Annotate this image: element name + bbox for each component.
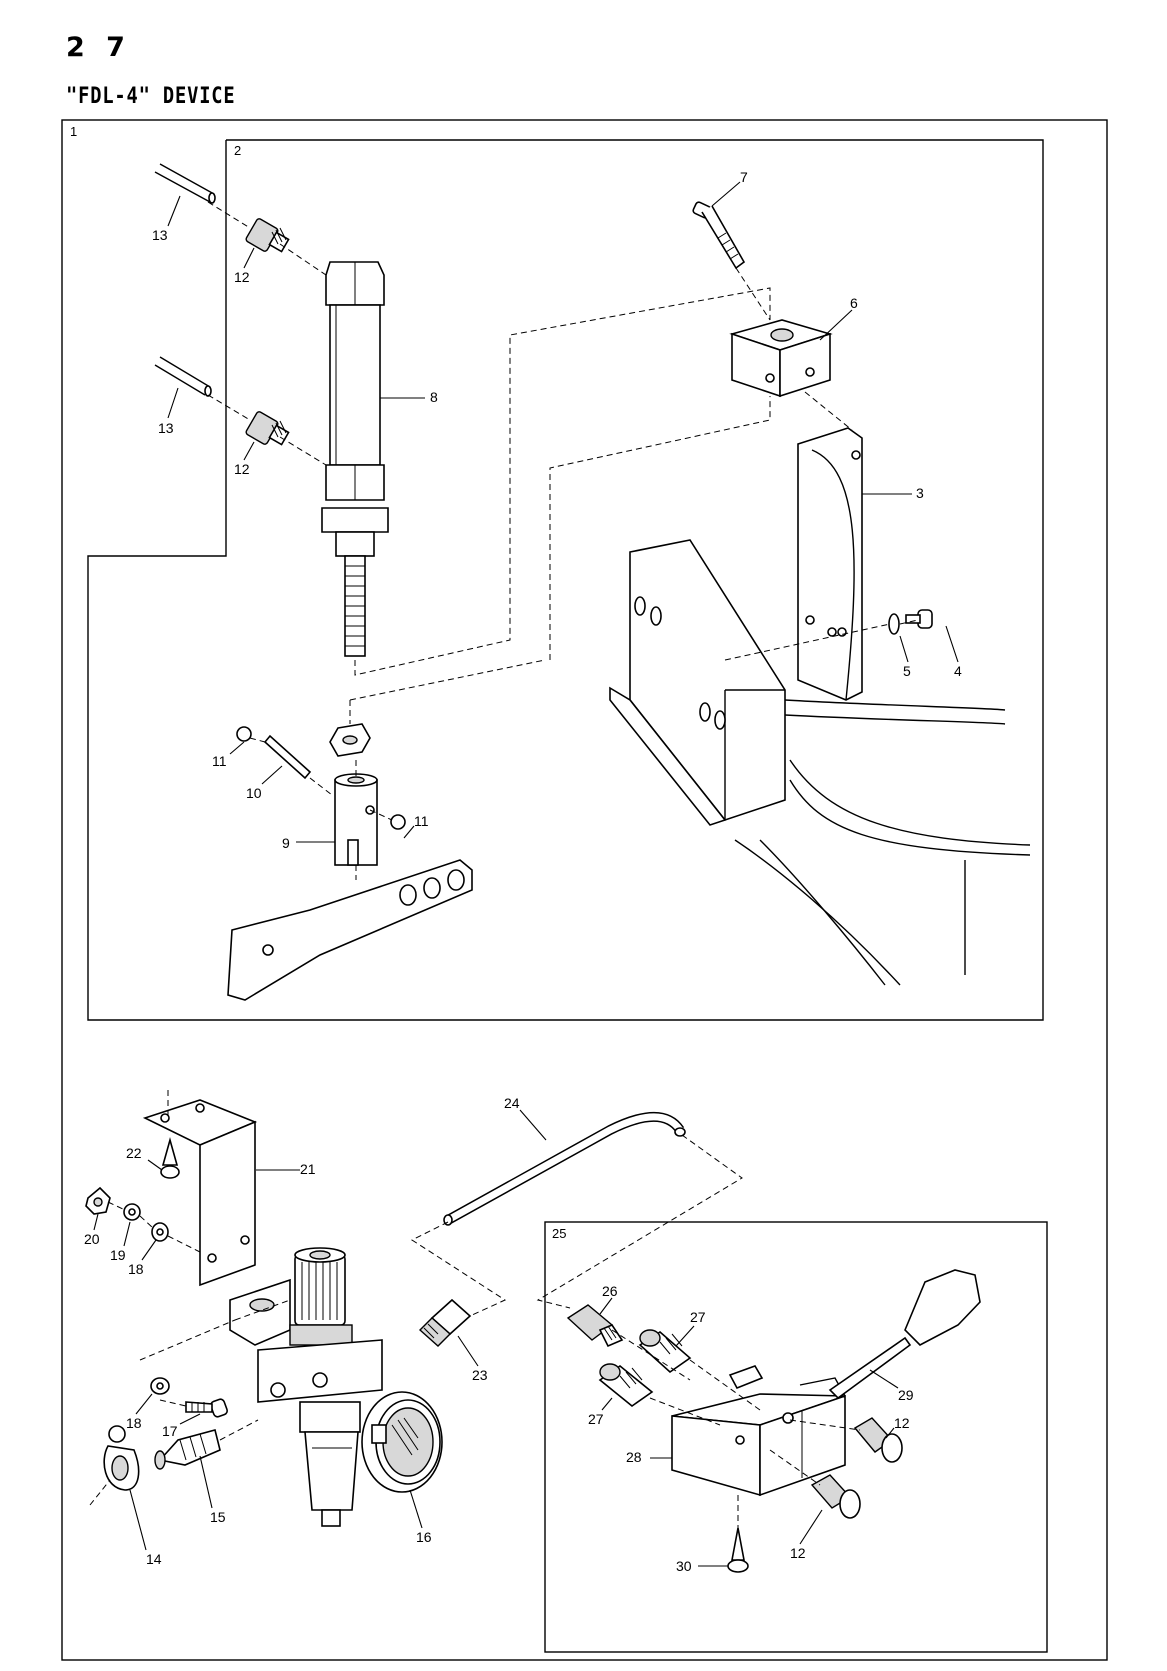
- callout-17: 17: [162, 1423, 178, 1439]
- lock-washer-19: [124, 1204, 140, 1220]
- callout-30: 30: [676, 1558, 692, 1574]
- washer-5: [889, 614, 899, 634]
- callout-28: 28: [626, 1449, 642, 1465]
- screw-7: [692, 201, 744, 268]
- pin-10: [265, 736, 310, 778]
- callout-27-lower: 27: [588, 1411, 604, 1427]
- callout-11-left: 11: [212, 753, 227, 769]
- outer-frame: 1: [62, 120, 1107, 1660]
- fitting-12-box-left: [812, 1475, 860, 1518]
- callout-21: 21: [300, 1161, 316, 1177]
- callout-18-upper: 18: [128, 1261, 144, 1277]
- nut: [330, 724, 370, 756]
- block-6: [732, 320, 830, 396]
- callout-7: 7: [740, 169, 748, 185]
- frame-label-2: 2: [234, 143, 241, 158]
- pressure-gauge-16: [362, 1392, 442, 1492]
- callout-29: 29: [898, 1387, 914, 1403]
- callout-18-lower: 18: [126, 1415, 142, 1431]
- upper-frame: 2: [88, 140, 1043, 1020]
- filter-regulator: [230, 1248, 382, 1526]
- callout-19: 19: [110, 1247, 126, 1263]
- e-ring-11-left: [237, 727, 251, 741]
- callout-14: 14: [146, 1551, 162, 1567]
- callout-8: 8: [430, 389, 438, 405]
- screw-4: [906, 610, 932, 628]
- callout-23: 23: [472, 1367, 488, 1383]
- silencer-27-upper: [640, 1330, 690, 1372]
- e-ring-11-right: [391, 815, 405, 829]
- callout-13-upper: 13: [152, 227, 168, 243]
- callout-27-upper: 27: [690, 1309, 706, 1325]
- callout-4: 4: [954, 663, 962, 679]
- lever-arm: [228, 860, 472, 1000]
- callout-26: 26: [602, 1283, 618, 1299]
- callout-12-box-right: 12: [894, 1415, 910, 1431]
- washer-18-upper: [152, 1223, 168, 1241]
- lever-29: [830, 1270, 980, 1398]
- callout-16: 16: [416, 1529, 432, 1545]
- screw-22: [161, 1140, 179, 1178]
- screw-17: [186, 1398, 228, 1418]
- joint-9: [335, 774, 377, 865]
- air-hose-13-lower: [155, 357, 211, 396]
- callout-22: 22: [126, 1145, 142, 1161]
- callout-12-upper: 12: [234, 269, 250, 285]
- silencer-27-lower: [600, 1364, 652, 1406]
- callout-13-lower: 13: [158, 420, 174, 436]
- callout-6: 6: [850, 295, 858, 311]
- callout-11-right: 11: [414, 813, 429, 829]
- bracket-3: [798, 428, 862, 700]
- leader-lines: [94, 182, 958, 1566]
- callout-3: 3: [916, 485, 924, 501]
- valve-28: [672, 1366, 845, 1495]
- fitting-12-lower: [245, 411, 288, 446]
- fitting-23: [420, 1300, 470, 1346]
- tube-24: [444, 1117, 685, 1225]
- fitting-12-upper: [245, 218, 288, 253]
- callout-12-box-left: 12: [790, 1545, 806, 1561]
- washer-18-lower: [151, 1378, 169, 1394]
- callout-10: 10: [246, 785, 262, 801]
- frame-label-25: 25: [552, 1226, 566, 1241]
- air-hose-13-upper: [155, 164, 215, 203]
- nut-20: [86, 1188, 110, 1214]
- callout-24: 24: [504, 1095, 520, 1111]
- fitting-26: [568, 1305, 622, 1346]
- bracket-21: [145, 1090, 255, 1285]
- callout-9: 9: [282, 835, 290, 851]
- callout-12-lower: 12: [234, 461, 250, 477]
- callout-5: 5: [903, 663, 911, 679]
- screw-30: [728, 1528, 748, 1572]
- callout-15: 15: [210, 1509, 226, 1525]
- air-cylinder-8: [322, 262, 388, 656]
- frame-label-1: 1: [70, 124, 77, 139]
- callout-20: 20: [84, 1231, 100, 1247]
